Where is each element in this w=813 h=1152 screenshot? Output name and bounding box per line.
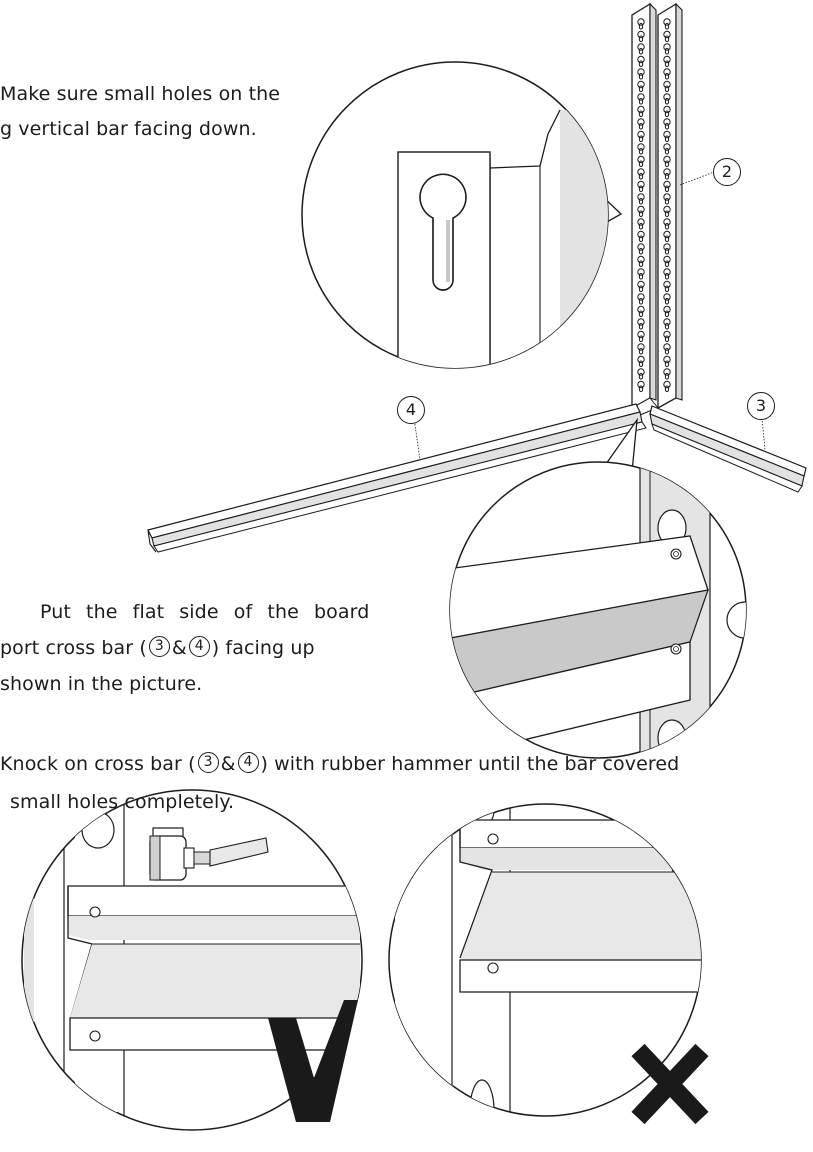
cross-mark-icon xyxy=(631,1043,709,1125)
note-vertical-bar-line1: Make sure small holes on the xyxy=(0,83,281,105)
inline-part-number-3b: 3 xyxy=(197,752,219,773)
note-flat-side-line1: Put the flat side of the board xyxy=(40,601,370,623)
note-knock-line1: Knock on cross bar (3&4) with rubber ham… xyxy=(0,750,679,779)
cross-bar-right xyxy=(649,405,807,493)
note-knock-text-b: ) with rubber hammer until the bar cover… xyxy=(260,753,680,775)
keyhole-detail-magnifier xyxy=(301,61,623,369)
crossbar-detail-magnifier xyxy=(449,417,747,759)
ampersand-2: & xyxy=(220,753,236,775)
inline-part-number-3: 3 xyxy=(148,636,170,657)
note-flat-side-line2: port cross bar (3&4) facing up xyxy=(0,634,315,663)
note-flat-side-text-b: ) facing up xyxy=(211,637,315,659)
ampersand: & xyxy=(171,637,187,659)
part-number-3: 3 xyxy=(747,392,775,420)
note-flat-side-line3: shown in the picture. xyxy=(0,673,203,695)
inline-part-number-4: 4 xyxy=(188,636,210,657)
part-number-2: 2 xyxy=(713,158,741,186)
note-flat-side-text-a: port cross bar ( xyxy=(0,637,147,659)
note-knock-text-a: Knock on cross bar ( xyxy=(0,753,196,775)
check-mark-icon xyxy=(268,1000,358,1122)
note-knock-line2: small holes completely. xyxy=(10,791,235,813)
inline-part-number-4b: 4 xyxy=(237,752,259,773)
part-number-4: 4 xyxy=(397,396,425,424)
cross-bar-left xyxy=(147,403,647,553)
note-vertical-bar-line2: g vertical bar facing down. xyxy=(0,118,257,140)
